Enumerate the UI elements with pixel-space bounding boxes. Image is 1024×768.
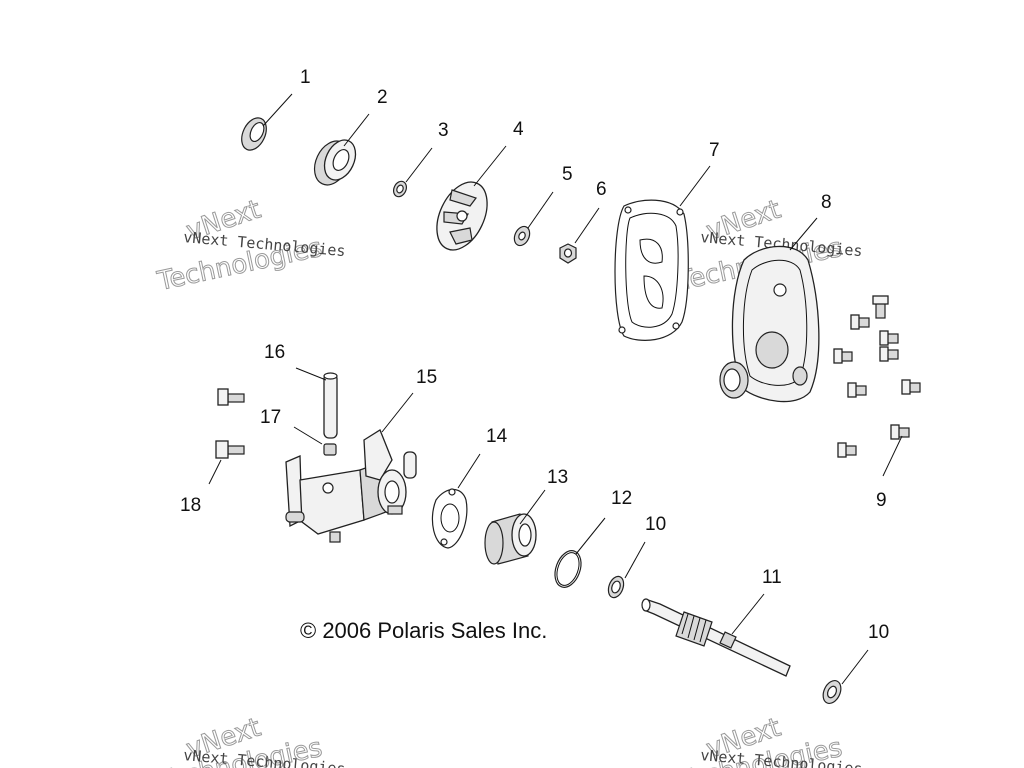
watermark-top-left: vNext Technologies vNext Technologies <box>154 194 346 297</box>
callout-17: 17 <box>260 407 281 428</box>
bolt-9g <box>901 379 921 395</box>
bolt-9i <box>837 442 857 458</box>
callout-5: 5 <box>562 164 573 185</box>
part-10-washer-a <box>607 575 625 599</box>
callout-9: 9 <box>876 490 887 511</box>
callout-11: 11 <box>762 567 782 588</box>
callout-3: 3 <box>438 120 449 141</box>
part-7-gasket <box>614 199 689 341</box>
copyright-text: © 2006 Polaris Sales Inc. <box>300 618 548 643</box>
part-6-nut <box>559 243 577 264</box>
part-10-washer-b <box>822 680 842 704</box>
callout-12: 12 <box>611 488 632 509</box>
bolt-9c <box>879 330 899 346</box>
watermark-bottom-left: vNext Technologies vNext Technologies <box>154 712 346 768</box>
bolt-18a <box>217 388 245 406</box>
part-11-shaft <box>641 598 791 677</box>
bolt-9d <box>879 346 899 362</box>
watermark-bottom-right: vNext Technologies vNext Technologies <box>674 712 863 768</box>
part-13-sleeve <box>484 513 537 565</box>
part-4-impeller <box>436 181 488 251</box>
callout-6: 6 <box>596 179 607 200</box>
part-18-bolts <box>215 388 245 459</box>
callout-16: 16 <box>264 342 285 363</box>
callout-15: 15 <box>416 367 437 388</box>
part-16-pin <box>323 372 338 439</box>
bolt-9b <box>850 314 870 330</box>
part-17-nut <box>323 443 337 456</box>
callout-labels: 1 2 3 4 5 6 7 8 9 10 10 11 12 13 14 15 1… <box>180 67 889 643</box>
callout-2: 2 <box>377 87 388 108</box>
callout-4: 4 <box>513 119 524 140</box>
bolt-9a <box>872 295 889 319</box>
part-12-o-ring <box>554 550 582 588</box>
callout-7: 7 <box>709 140 720 161</box>
callout-8: 8 <box>821 192 832 213</box>
part-3-washer <box>392 180 408 198</box>
part-14-gasket <box>431 488 468 549</box>
part-1-seal <box>241 117 267 151</box>
callout-1: 1 <box>300 67 311 88</box>
part-15-pump-housing <box>285 429 417 543</box>
bolt-9h <box>890 424 910 440</box>
callout-10-a: 10 <box>645 514 666 535</box>
bolt-9f <box>847 382 867 398</box>
callout-14: 14 <box>486 426 508 447</box>
part-9-bolts <box>833 295 921 458</box>
callout-13: 13 <box>547 467 568 488</box>
part-8-pump-cover <box>719 245 820 403</box>
part-5-washer <box>513 225 531 247</box>
callout-10-b: 10 <box>868 622 889 643</box>
callout-18: 18 <box>180 495 201 516</box>
leader-lines <box>208 93 903 685</box>
bolt-18b <box>215 440 245 459</box>
part-2-bearing <box>313 139 357 186</box>
bolt-9e <box>833 348 853 364</box>
